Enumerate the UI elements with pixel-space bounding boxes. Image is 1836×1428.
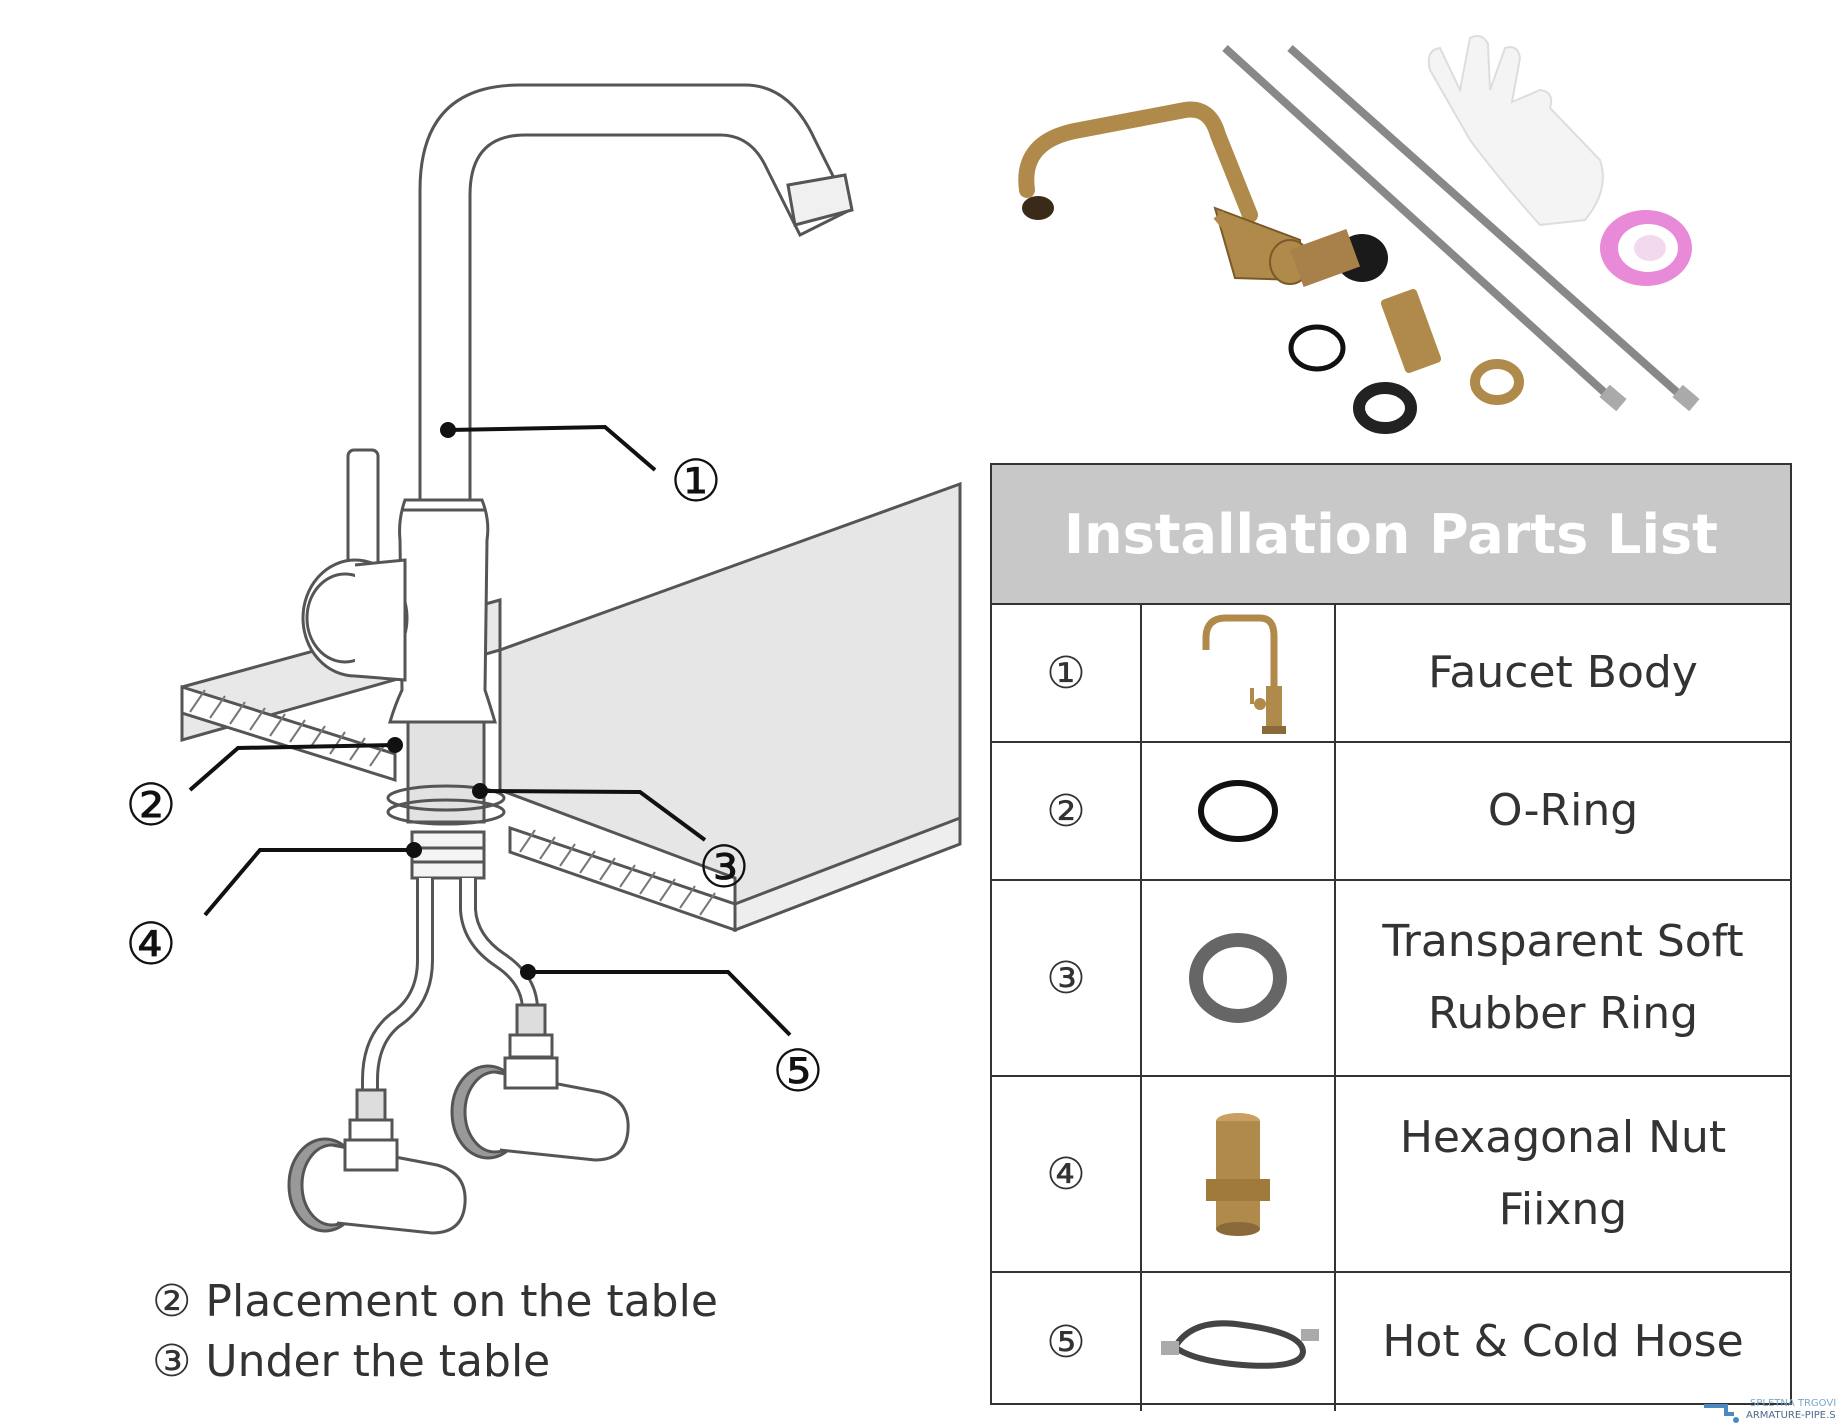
installation-parts-table: Installation Parts List ① Faucet Body ② … <box>990 463 1792 1411</box>
callout-2: ② <box>125 771 177 839</box>
callout-4: ④ <box>125 910 177 978</box>
kit-shank <box>1380 288 1442 374</box>
table-row: ④ Hexagonal Nut Fiixng <box>992 1077 1790 1273</box>
table-row: ① Faucet Body <box>992 605 1790 743</box>
rubber-ring-icon <box>1189 933 1287 1023</box>
angle-valve-right <box>450 1056 630 1162</box>
parts-table-title: Installation Parts List <box>1064 502 1718 566</box>
part-name: Transparent Soft Rubber Ring <box>1382 916 1744 1039</box>
countertop <box>180 481 962 933</box>
table-row: ② O-Ring <box>992 743 1790 881</box>
watermark-line1: SPLETNA TRGOVINA <box>1750 1398 1836 1409</box>
angle-valve-left <box>287 1137 467 1235</box>
part-number: ⑤ <box>992 1273 1142 1411</box>
kit-rings <box>1288 324 1524 434</box>
parts-table-header: Installation Parts List <box>992 465 1790 605</box>
part-name: Faucet Body <box>1428 647 1698 698</box>
note-under-table: ③ Under the table <box>152 1336 551 1387</box>
callout-3: ③ <box>698 833 750 901</box>
part-number: ② <box>992 743 1142 879</box>
kit-hoses <box>1222 45 1700 412</box>
o-ring-icon <box>1198 780 1278 842</box>
callout-5: ⑤ <box>772 1037 824 1105</box>
part-name: Hexagonal Nut Fiixng <box>1399 1112 1727 1235</box>
installation-diagram <box>180 83 962 1235</box>
install-notes: ② Placement on the table ③ Under the tab… <box>152 1272 718 1392</box>
watermark-line2: ARMATURE-PIPE.SI <box>1746 1410 1836 1421</box>
leader-dots <box>387 422 536 980</box>
kit-ptfe-tape <box>1600 210 1692 286</box>
part-number: ③ <box>992 881 1142 1075</box>
leader-lines <box>188 424 792 1037</box>
product-kit-illustration <box>1018 35 1700 434</box>
part-name: O-Ring <box>1487 785 1639 836</box>
part-number: ④ <box>992 1077 1142 1271</box>
faucet-drawing <box>287 83 854 1235</box>
kit-faucet <box>1018 101 1388 288</box>
callout-1: ① <box>670 447 722 515</box>
part-number: ① <box>992 605 1142 741</box>
kit-glove <box>1427 35 1604 227</box>
note-placement: ② Placement on the table <box>152 1276 718 1327</box>
part-name: Hot & Cold Hose <box>1382 1316 1744 1367</box>
table-row: ③ Transparent Soft Rubber Ring <box>992 881 1790 1077</box>
hose-icon <box>1161 1320 1319 1369</box>
faucet-icon <box>1202 614 1286 734</box>
table-row: ⑤ Hot & Cold Hose <box>992 1273 1790 1411</box>
watermark: SPLETNA TRGOVINA ARMATURE-PIPE.SI <box>1700 1396 1836 1426</box>
watermark-logo-icon <box>1704 1404 1739 1423</box>
hex-nut-icon <box>1206 1113 1270 1236</box>
